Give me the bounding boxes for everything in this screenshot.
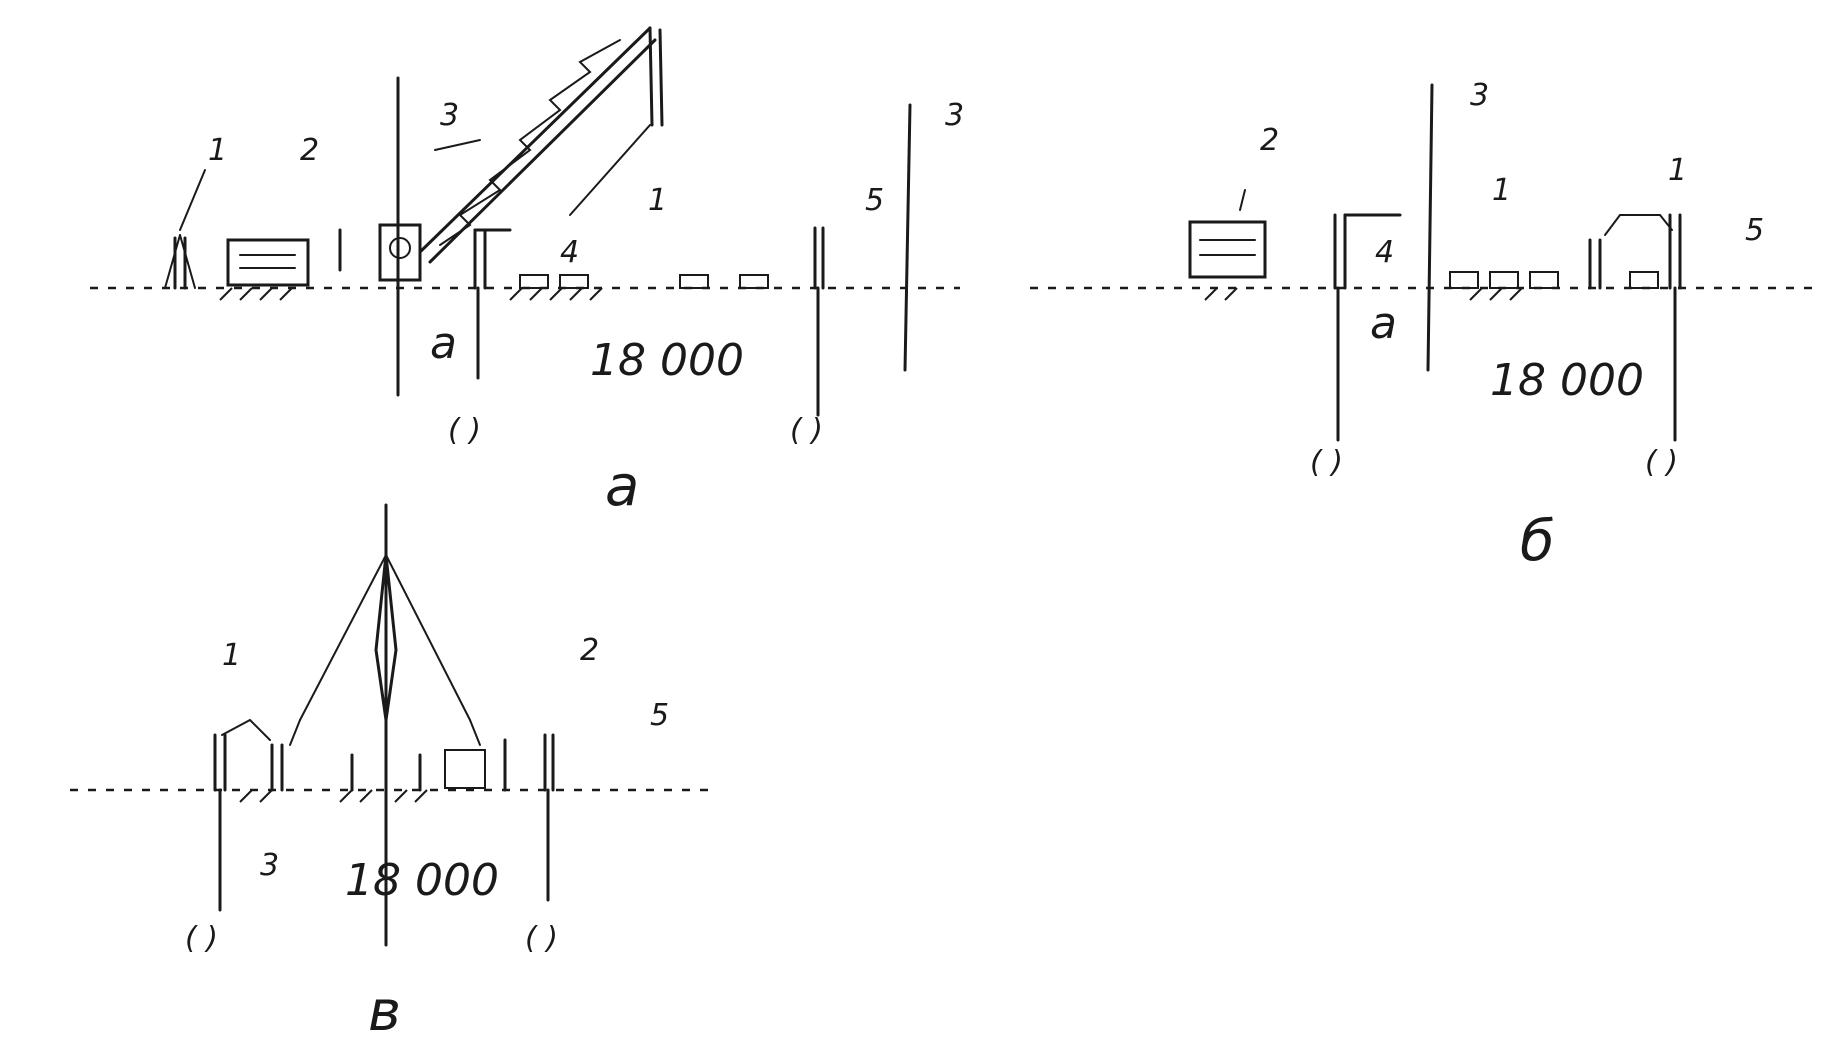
caption-b: б xyxy=(1520,509,1555,574)
axis-marker-right-b: ( ) xyxy=(1645,445,1678,480)
span-elements-b xyxy=(1333,213,1682,290)
callout-1-c: 1 xyxy=(222,638,241,673)
callout-1-b: 1 xyxy=(1492,173,1511,208)
span-label-a: 18 000 xyxy=(590,335,744,386)
callout-5-b: 5 xyxy=(1745,213,1764,248)
crane-base xyxy=(338,223,422,282)
callout-3-b: 3 xyxy=(1470,78,1489,113)
ground-hatching-a xyxy=(219,287,603,301)
callout-2-c: 2 xyxy=(580,633,599,668)
callout-4-b: 4 xyxy=(1375,235,1394,270)
callout-4-a: 4 xyxy=(560,235,579,270)
callout-3b: 3 xyxy=(945,98,964,133)
callout-5-c: 5 xyxy=(650,698,669,733)
axis-line-3b xyxy=(903,103,912,372)
caption-a: а xyxy=(605,454,639,519)
dim-a-label-b: а xyxy=(1370,298,1397,349)
figure-a: 1 2 3 3 4 5 1 а 18 000 ( ) ( ) а xyxy=(90,26,964,519)
crane-boom xyxy=(418,26,664,264)
axis-marker-right-a: ( ) xyxy=(790,413,823,448)
callout-1b-a: 1 xyxy=(648,183,667,218)
caption-c: в xyxy=(368,979,401,1040)
callout-1-a: 1 xyxy=(208,133,227,168)
leader-3a xyxy=(434,139,481,151)
axis-marker-left-a: ( ) xyxy=(448,413,481,448)
span-label-c: 18 000 xyxy=(345,855,499,906)
axis-marker-right-c: ( ) xyxy=(525,921,558,956)
span-label-b: 18 000 xyxy=(1490,355,1644,406)
callout-3a: 3 xyxy=(440,98,459,133)
dim-a-label: а xyxy=(430,318,457,369)
callout-1b-b: 1 xyxy=(1668,153,1687,188)
figure-b: 2 3 1 1 4 5 а 18 000 ( ) ( ) б xyxy=(1030,78,1815,574)
callout-5-a: 5 xyxy=(865,183,884,218)
ground-hatching-b xyxy=(1204,287,1523,301)
axis-line-3-b xyxy=(1426,83,1434,372)
slab-stack-2 xyxy=(226,238,310,287)
callout-2-a: 2 xyxy=(300,133,319,168)
slab-stack-2-b xyxy=(1188,220,1267,279)
leader-2-b xyxy=(1239,189,1246,211)
span-elements-a xyxy=(473,226,825,290)
ground-hatching-c xyxy=(239,789,428,803)
leader-1-a xyxy=(179,169,206,231)
callout-3-c: 3 xyxy=(260,848,279,883)
span-elements-c xyxy=(213,718,555,792)
callout-2-b: 2 xyxy=(1260,123,1279,158)
column-stack-1 xyxy=(164,234,196,290)
mast-crane xyxy=(289,503,481,947)
figure-c: 1 2 3 5 18 000 ( ) ( ) в xyxy=(70,503,710,1040)
axis-marker-left-c: ( ) xyxy=(185,921,218,956)
axis-marker-left-b: ( ) xyxy=(1310,445,1343,480)
